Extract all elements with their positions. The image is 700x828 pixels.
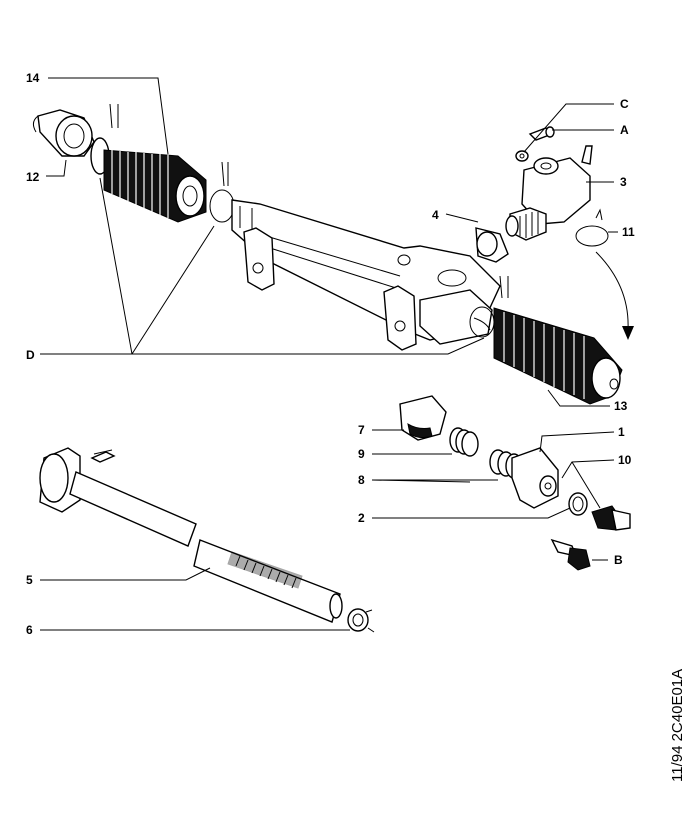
label-13: 13 (614, 399, 628, 413)
part-13-right-boot (469, 275, 623, 405)
label-A: A (620, 123, 629, 137)
label-D: D (26, 348, 35, 362)
label-11: 11 (622, 225, 635, 239)
label-5: 5 (26, 573, 33, 587)
part-1-plunger-housing (511, 447, 559, 509)
part-C-washer (515, 150, 529, 162)
label-7: 7 (358, 423, 365, 437)
label-1: 1 (618, 425, 625, 439)
label-6: 6 (26, 623, 33, 637)
labels: 14 12 D C A 3 4 11 13 7 1 9 10 8 2 B 5 6 (26, 71, 635, 637)
part-12-end-cap (32, 109, 95, 157)
assembly-arrow (595, 251, 629, 331)
label-4: 4 (432, 208, 439, 222)
part-B-bolt (550, 538, 591, 571)
label-10: 10 (618, 453, 632, 467)
part-7-thrust-pad (399, 395, 447, 441)
part-5-rack-bar (39, 447, 343, 623)
label-B: B (614, 553, 623, 567)
leader-lines (40, 77, 618, 631)
label-8: 8 (358, 473, 365, 487)
label-9: 9 (358, 447, 365, 461)
part-9-spring (449, 427, 479, 457)
part-11-seal-ring (575, 208, 609, 247)
part-4-bush (475, 227, 509, 263)
part-6-lock-washer (347, 608, 375, 633)
reference-code: 11/94 2C40E01A (669, 669, 686, 782)
boot-clip-left (209, 161, 235, 223)
part-14-left-boot (90, 103, 207, 223)
label-3: 3 (620, 175, 627, 189)
part-10-adjuster (591, 505, 631, 531)
label-C: C (620, 97, 629, 111)
label-2: 2 (358, 511, 365, 525)
label-14: 14 (26, 71, 40, 85)
rack-housing (231, 199, 501, 351)
part-2-o-ring (568, 492, 588, 516)
part-A-bolt (528, 126, 555, 141)
part-3-pinion-housing (505, 145, 593, 241)
label-12: 12 (26, 170, 40, 184)
